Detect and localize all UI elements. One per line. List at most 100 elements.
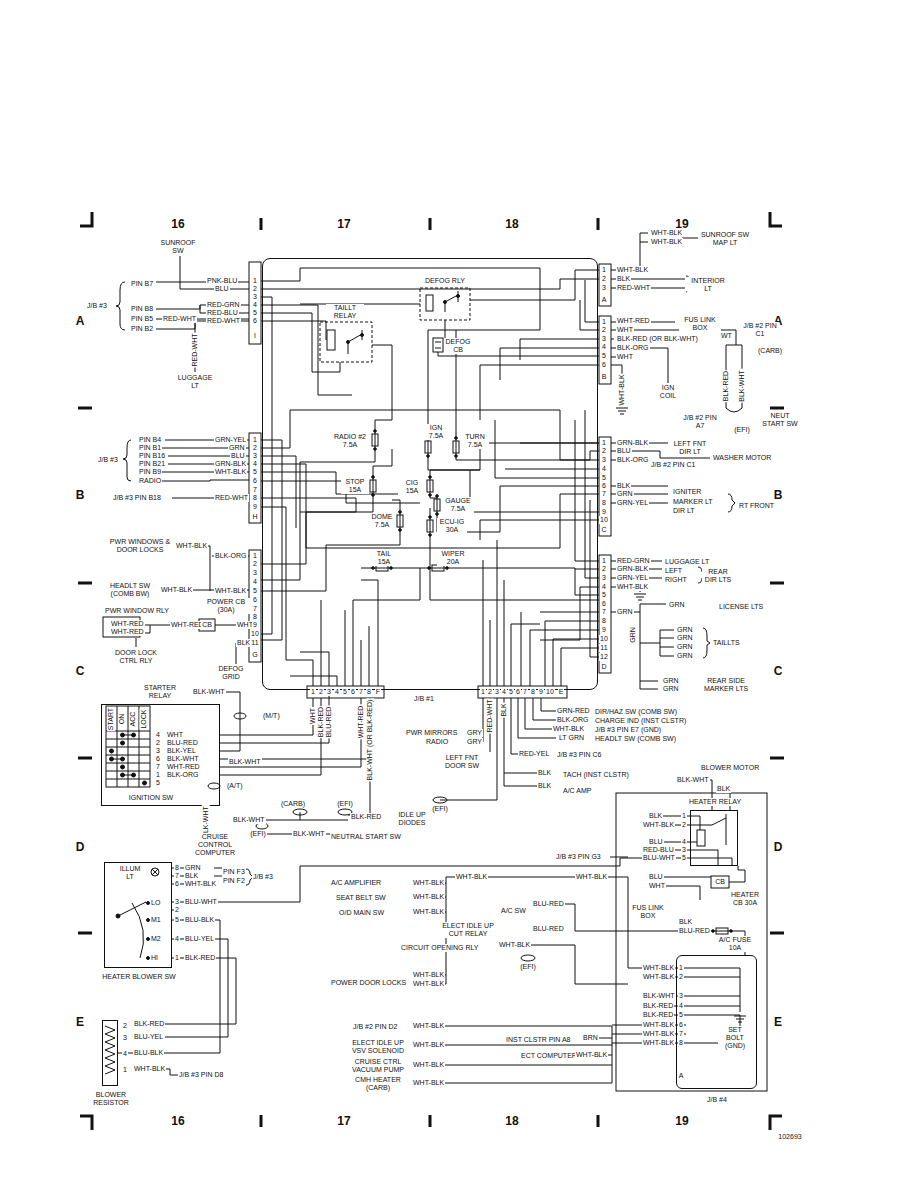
diagram-label: CMH HEATER (CARB): [346, 1076, 410, 1092]
diagram-label: A/C AMP: [562, 787, 592, 795]
diagram-label: LUGGAGE LT: [174, 374, 216, 390]
wire-drawing: [160, 440, 249, 498]
diagram-label: WHT-BLK: [412, 879, 445, 887]
diagram-label: WHT-BLK: [184, 880, 217, 888]
diagram-label: C: [600, 526, 607, 534]
diagram-label: 1: [601, 318, 607, 326]
diagram-label: 6: [678, 1021, 684, 1029]
diagram-label: GRN: [676, 643, 694, 651]
diagram-label: BLU-YEL: [133, 1033, 164, 1041]
diagram-label: A: [678, 1072, 685, 1080]
diagram-label: J/B #3 PIN E7 (GND): [594, 726, 662, 734]
grid-reference: 18: [504, 218, 519, 231]
wire-drawing: [121, 765, 125, 769]
grid-reference: D: [75, 841, 86, 854]
diagram-label: BLU-YEL: [184, 935, 215, 943]
wire-drawing: [611, 322, 742, 412]
diagram-label: BLU-WHT: [184, 898, 218, 906]
diagram-label: DIR/HAZ SW (COMB SW): [594, 708, 678, 716]
wire-drawing: [112, 735, 134, 775]
diagram-label: GRN: [184, 864, 202, 872]
diagram-label: RED-GRN: [616, 557, 651, 565]
diagram-label: RIGHT: [664, 576, 688, 584]
diagram-label: WHT-BLK: [618, 373, 626, 406]
diagram-label: 6: [252, 317, 258, 325]
wire-connector: [118, 920, 220, 1053]
diagram-label: 1: [678, 964, 684, 972]
diagram-label: WHT-BLK: [552, 725, 585, 733]
diagram-label: GRN: [676, 652, 694, 660]
diagram-label: 1: [252, 552, 258, 560]
diagram-label: 3: [494, 688, 500, 696]
wire-drawing: [110, 733, 147, 785]
diagram-label: 7: [155, 763, 161, 771]
diagram-label: BLU: [648, 838, 664, 846]
diagram-label: INTERIOR LT: [687, 277, 729, 293]
diagram-label: RED-GRN: [206, 301, 241, 309]
diagram-label: BLU-BLK: [184, 916, 215, 924]
diagram-label: HI: [150, 954, 159, 962]
diagram-label: 1: [480, 688, 486, 696]
diagram-label: 1: [252, 277, 258, 285]
wire-drawing: [261, 268, 599, 686]
wire-drawing: [103, 233, 767, 1091]
diagram-label: 3: [252, 293, 258, 301]
diagram-label: DIR LT: [672, 507, 696, 515]
diagram-label: 2: [174, 906, 180, 914]
diagram-label: BLK-WHT: [642, 992, 676, 1000]
diagram-label: 6: [601, 482, 607, 490]
diagram-label: J/B #3 PIN D8: [178, 1071, 224, 1079]
diagram-label: WASHER MOTOR: [712, 454, 772, 462]
grid-reference: B: [75, 489, 86, 502]
diagram-label: BLK-WHT: [192, 688, 226, 696]
diagram-label: BLK-RED: [642, 1002, 674, 1010]
diagram-label: LEFT FNT DOOR SW: [441, 754, 483, 770]
grid-reference: D: [773, 841, 784, 854]
grid-reference: A: [75, 315, 86, 328]
diagram-label: (EFI): [733, 426, 751, 434]
diagram-label: TAILLT RELAY: [326, 304, 364, 320]
wire-drawing: [611, 561, 710, 689]
diagram-label: BLK-WHT: [228, 758, 262, 766]
diagram-label: 4: [678, 1002, 684, 1010]
wire-drawing: [208, 783, 220, 789]
wire-drawing: [770, 212, 782, 226]
diagram-label: GRN-BLK: [616, 565, 649, 573]
diagram-label: 2: [601, 447, 607, 455]
wire-drawing: [249, 262, 261, 344]
diagram-label: SEAT BELT SW: [335, 894, 387, 902]
diagram-label: WHT-BLK: [175, 542, 208, 550]
diagram-label: WHT-RED: [357, 705, 365, 740]
diagram-label: GRN: [616, 490, 634, 498]
diagram-label: 9: [252, 503, 258, 511]
diagram-label: 8: [601, 617, 607, 625]
wire-drawing: [734, 1016, 746, 1022]
diagram-label: 6: [155, 755, 161, 763]
node-label: HEATER RELAY: [688, 798, 742, 806]
diagram-label: 6: [252, 596, 258, 604]
diagram-label: 2: [155, 739, 161, 747]
diagram-label: PIN B2: [130, 325, 154, 333]
diagram-label: ELECT IDLE UP VSV SOLENOID: [346, 1039, 410, 1055]
wire-drawing: [634, 594, 646, 600]
grid-reference: 17: [336, 1115, 351, 1128]
wire-drawing: [249, 550, 261, 662]
diagram-label: NEUTRAL START SW: [330, 833, 402, 841]
diagram-label: GRN-YEL: [616, 499, 649, 507]
diagram-label: 5: [678, 1011, 684, 1019]
diagram-label: WHT-RED: [170, 621, 205, 629]
wire-drawing: [80, 212, 92, 226]
diagram-label: DEFOG RLY: [424, 277, 466, 285]
diagram-label: 12: [599, 653, 609, 661]
diagram-label: RED-WHT: [206, 317, 241, 325]
grid-reference: E: [75, 1016, 85, 1029]
diagram-label: 8: [530, 688, 536, 696]
diagram-label: 1: [601, 439, 607, 447]
diagram-label: RADIO #2 7.5A: [332, 433, 368, 449]
grid-reference: C: [75, 665, 86, 678]
diagram-label: REAR DIR LTS: [702, 568, 734, 584]
diagram-label: GAUGE 7.5A: [442, 497, 474, 513]
diagram-label: BLK: [716, 785, 731, 793]
diagram-label: 1: [601, 557, 607, 565]
diagram-label: TACH (INST CLSTR): [562, 771, 630, 779]
